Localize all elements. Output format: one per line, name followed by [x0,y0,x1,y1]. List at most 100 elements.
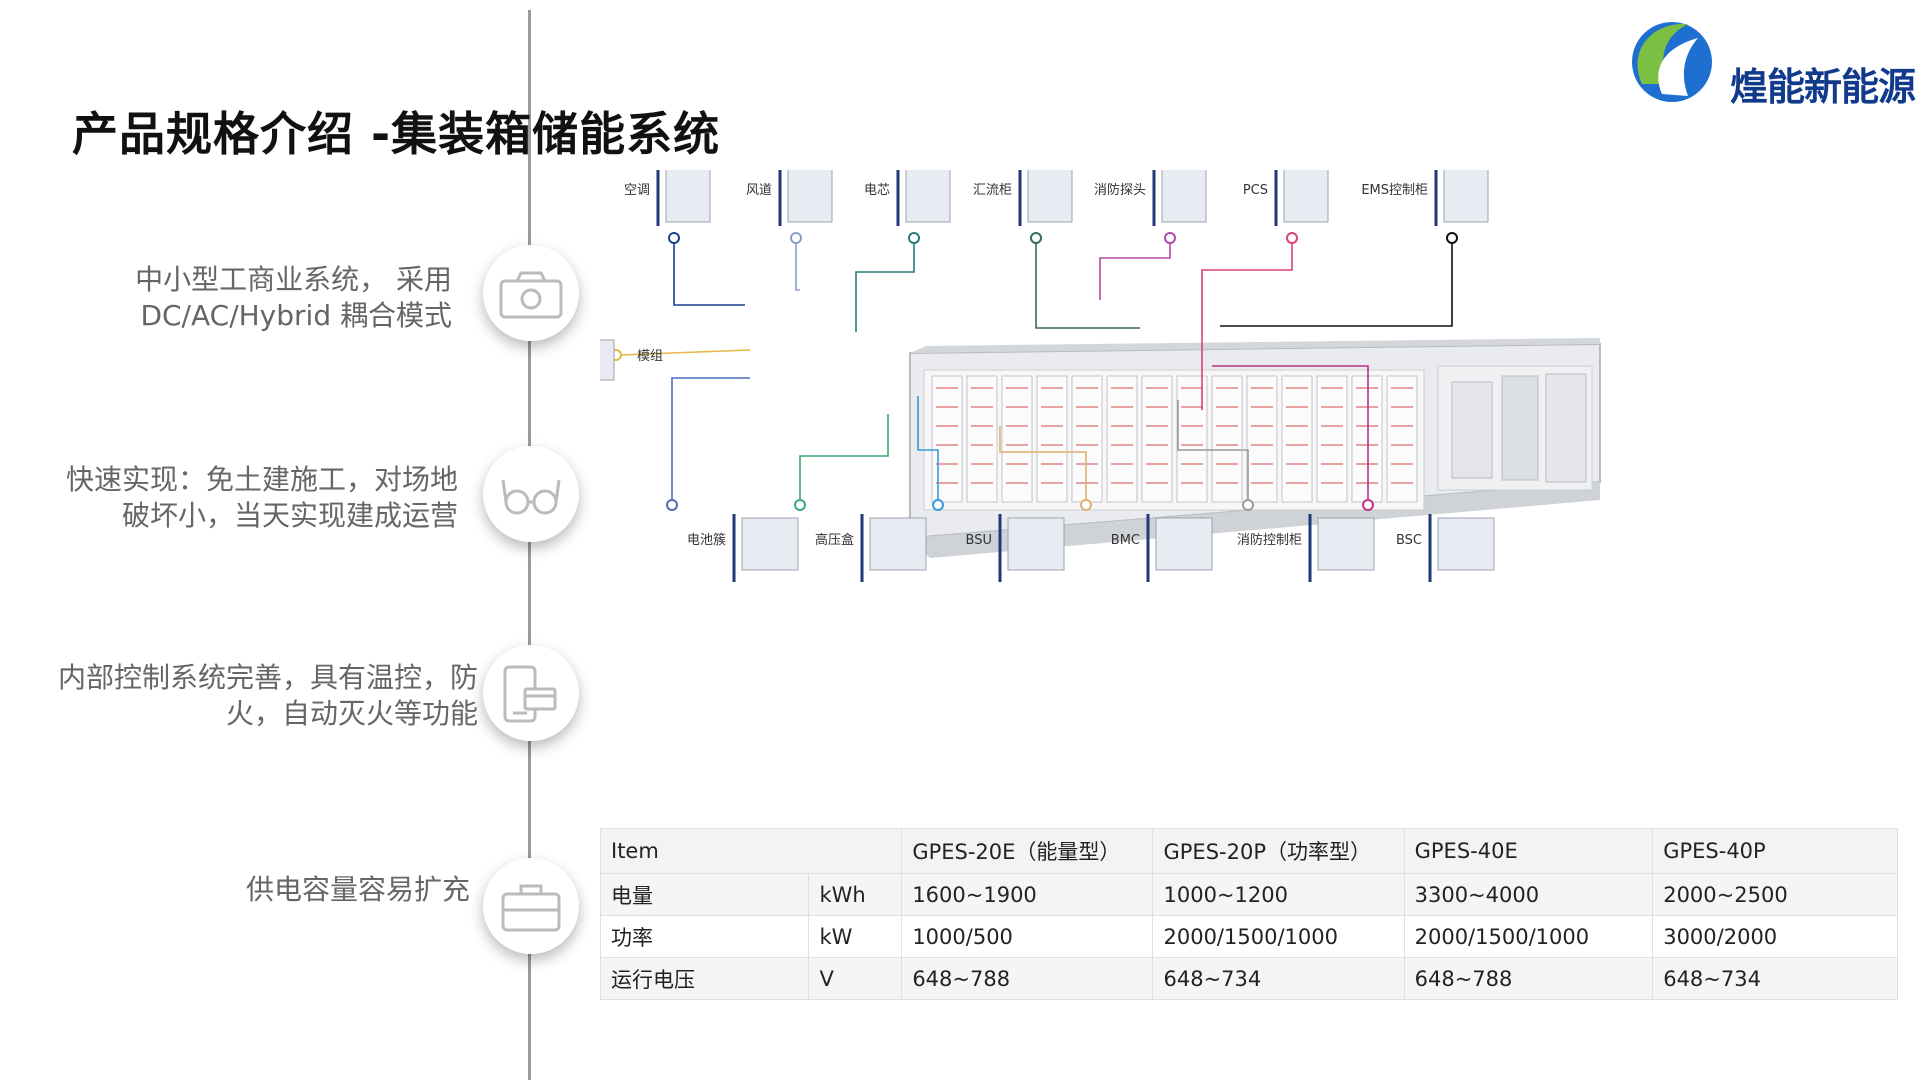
battery-rack [1316,375,1348,503]
connector-line [1099,243,1171,300]
timeline-line [528,10,531,1080]
component-image [1155,517,1213,571]
battery-rack [1246,375,1278,503]
feature-text-4: 供电容量容易扩充 [245,873,470,906]
component-label-bottom: BSC [1396,533,1422,548]
battery-rack [1386,375,1418,503]
row-value: 3300~4000 [1403,873,1654,916]
connector-line [620,349,751,356]
battery-rack [1036,375,1068,503]
connector-node [794,499,806,511]
connector-node [908,232,920,244]
table-row: 功率 kW 1000/500 2000/1500/1000 2000/1500/… [599,915,1898,958]
component-label-top: 风道 [746,183,772,198]
logo-text: 煌能新能源 [1730,65,1916,109]
connector-node [1242,499,1254,511]
glasses-icon [501,479,561,515]
camera-icon [499,271,563,319]
connector-line [1212,365,1369,500]
module-image [600,339,615,381]
connector-line [673,243,745,306]
row-value: 3000/2000 [1652,915,1898,958]
table-header-row: Item GPES-20E（能量型） GPES-20P（功率型） GPES-40… [599,828,1898,874]
connector-line [855,243,915,332]
row-value: 648~788 [901,957,1154,1000]
battery-rack [1281,375,1313,503]
connector-line [799,414,889,500]
component-label-top: 电芯 [864,183,890,198]
component-image [1161,170,1207,223]
component-label-top: 空调 [624,183,650,198]
row-value: 2000~2500 [1652,873,1898,916]
row-item: 运行电压 [599,957,810,1000]
component-label-top: EMS控制柜 [1361,183,1428,198]
connector-node [1446,232,1458,244]
connector-line [1035,243,1140,329]
component-image [787,170,833,223]
feature-text-2: 快速实现：免土建施工，对场地破坏小，当天实现建成运营 [65,463,458,532]
connector-line [671,377,750,500]
component-label-top: PCS [1243,183,1268,198]
fire-control-cabinet-block [1451,381,1493,479]
component-label-bottom: BSU [966,533,992,548]
component-label-bottom: 高压盒 [815,532,854,548]
connector-line [1220,243,1453,327]
component-label-top: 消防探头 [1094,182,1146,198]
header-col-2: GPES-20P（功率型） [1152,828,1405,874]
page-title: 产品规格介绍 -集装箱储能系统 [72,107,721,161]
connector-node [932,499,944,511]
header-col-3: GPES-40E [1403,828,1654,874]
row-value: 1000~1200 [1152,873,1405,916]
component-label-top: 汇流柜 [973,183,1012,198]
row-unit: V [808,957,903,1000]
row-value: 1000/500 [901,915,1154,958]
battery-rack [1351,375,1383,503]
component-image [1283,170,1329,223]
row-value: 2000/1500/1000 [1152,915,1405,958]
header-col-1: GPES-20E（能量型） [901,828,1154,874]
component-label-bottom: BMC [1111,533,1140,548]
battery-rack [966,375,998,503]
connector-node [790,232,802,244]
row-unit: kWh [808,873,903,916]
connector-node [1164,232,1176,244]
connector-line [999,426,1087,500]
header-col-4: GPES-40P [1652,828,1898,874]
phone-card-icon [503,665,557,723]
ems-block [1545,373,1587,483]
connector-line [917,396,939,500]
battery-rack [931,375,963,503]
component-image [1007,517,1065,571]
component-image [1443,170,1489,223]
row-unit: kW [808,915,903,958]
label-模组: 模组 [637,349,663,364]
connector-node [666,499,678,511]
component-image [665,170,711,223]
feature-4-circle [483,858,579,954]
row-value: 648~788 [1403,957,1654,1000]
briefcase-icon [501,884,561,932]
connector-node [668,232,680,244]
header-item: Item [599,828,903,874]
pcs-block [1501,375,1539,481]
battery-rack [1071,375,1103,503]
connector-line [1177,400,1249,500]
component-image [905,170,951,223]
feature-3-circle [483,645,579,741]
table-row: 电量 kWh 1600~1900 1000~1200 3300~4000 200… [599,873,1898,916]
feature-1-circle [483,245,579,341]
company-logo [1632,22,1712,102]
component-image [1027,170,1073,223]
row-value: 648~734 [1152,957,1405,1000]
battery-rack [1141,375,1173,503]
row-item: 功率 [599,915,810,958]
connector-node [1286,232,1298,244]
component-image [869,517,927,571]
component-image [1437,517,1495,571]
component-image [1317,517,1375,571]
row-value: 2000/1500/1000 [1403,915,1654,958]
connector-node [1362,499,1374,511]
battery-rack [1001,375,1033,503]
